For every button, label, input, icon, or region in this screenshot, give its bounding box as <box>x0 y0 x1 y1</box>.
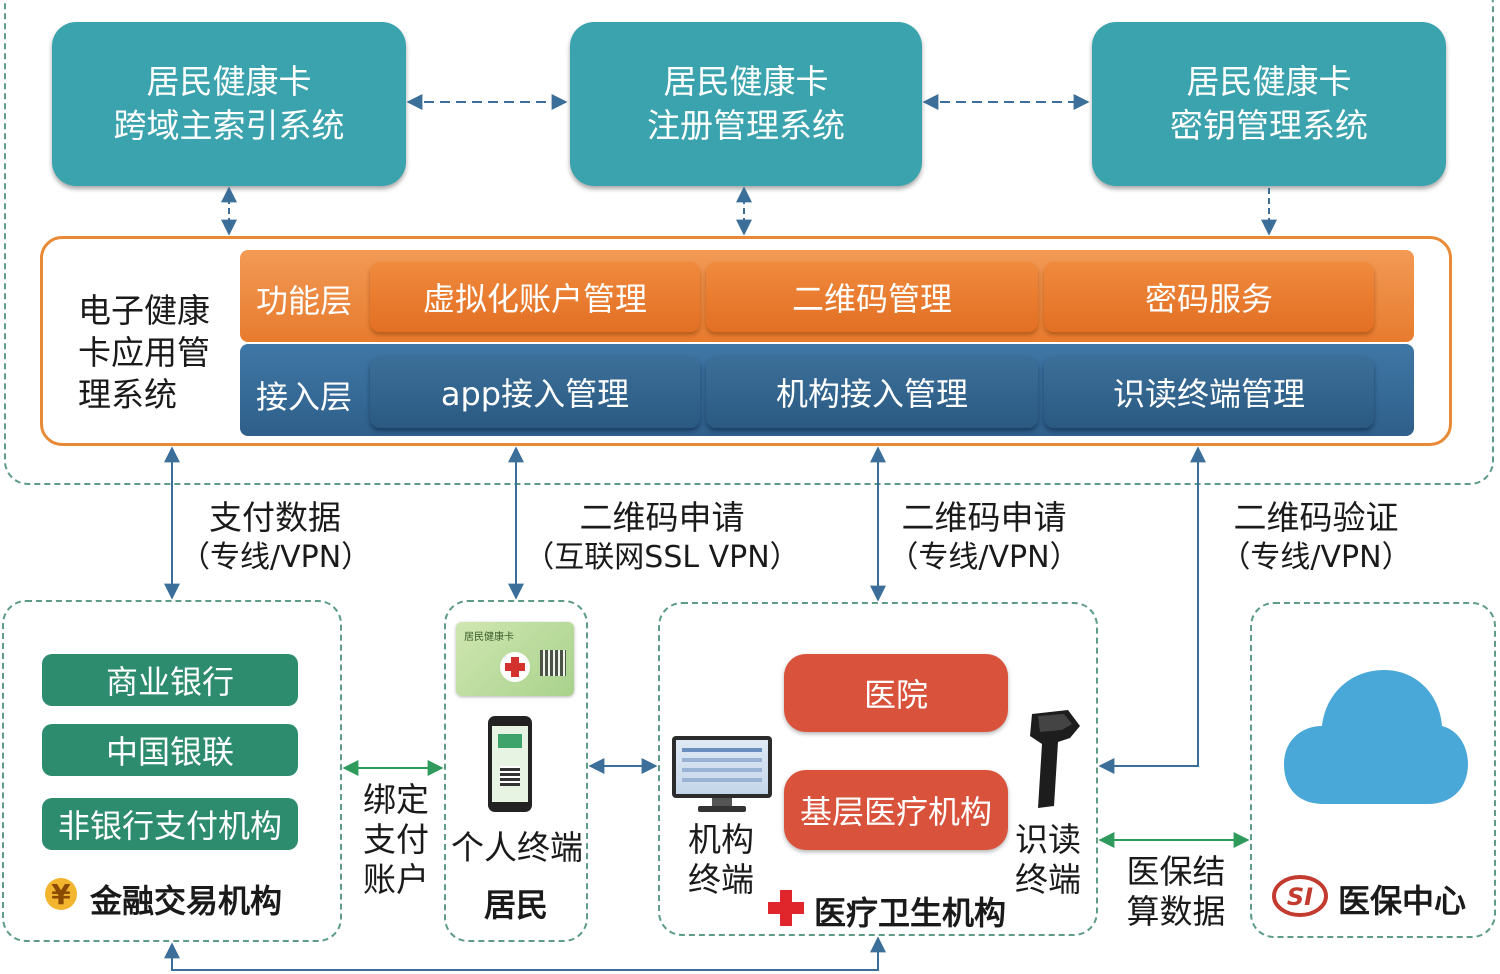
insurance-title: 医保中心 <box>1338 882 1467 920</box>
access-layer-label: 接入层 <box>256 378 353 416</box>
conn-line1: 二维码验证 <box>1233 498 1399 537</box>
institution-terminal-label: 机构 终端 <box>676 820 766 900</box>
qr-apply-internet-label: 二维码申请 （互联网SSL VPN） <box>522 498 802 578</box>
insurance-settlement-label: 医保结 算数据 <box>1116 852 1236 932</box>
card-cross-icon <box>500 652 530 682</box>
si-logo-icon: SI <box>1272 874 1328 918</box>
personal-terminal-label: 个人终端 <box>451 828 583 867</box>
reader-line2: 终端 <box>1015 860 1081 899</box>
scanner-icon <box>1024 708 1084 812</box>
bind-account-label: 绑定 支付 账户 <box>356 780 436 900</box>
app-title-line2: 卡应用管 <box>78 333 210 372</box>
system-line1: 居民健康卡 <box>663 62 829 101</box>
medical-container <box>658 602 1098 936</box>
red-cross-icon <box>768 890 804 926</box>
unionpay: 中国银联 <box>42 724 298 776</box>
qr-apply-vpn-label: 二维码申请 （专线/VPN） <box>886 498 1082 578</box>
bind-line3: 账户 <box>363 860 429 899</box>
system-line1: 居民健康卡 <box>146 62 312 101</box>
system-line2: 跨域主索引系统 <box>113 106 345 145</box>
conn-line2: （专线/VPN） <box>888 540 1080 575</box>
conn-line2: （专线/VPN） <box>1220 540 1412 575</box>
app-title-line3: 理系统 <box>78 375 177 414</box>
conn-line2: （专线/VPN） <box>180 540 372 575</box>
settle-line1: 医保结 <box>1126 852 1226 891</box>
qr-verify-label: 二维码验证 （专线/VPN） <box>1218 498 1414 578</box>
card-qr-icon <box>540 650 566 676</box>
bind-line2: 支付 <box>363 820 429 859</box>
phone-icon <box>488 716 532 812</box>
settle-line2: 算数据 <box>1126 892 1226 931</box>
function-layer-label: 功能层 <box>256 282 353 320</box>
key-management-system: 居民健康卡 密钥管理系统 <box>1092 22 1446 186</box>
svg-text:¥: ¥ <box>51 878 71 911</box>
system-line2: 注册管理系统 <box>647 106 845 145</box>
resident-title: 居民 <box>484 886 549 924</box>
reader-line1: 识读 <box>1015 820 1081 859</box>
arrow-app-reader <box>1098 446 1206 774</box>
bind-line1: 绑定 <box>363 780 429 819</box>
finance-title: 金融交易机构 <box>90 882 283 920</box>
commercial-bank: 商业银行 <box>42 654 298 706</box>
registration-management-system: 居民健康卡 注册管理系统 <box>570 22 922 186</box>
system-line1: 居民健康卡 <box>1186 62 1352 101</box>
inst-line2: 终端 <box>688 860 754 899</box>
primary-medical-institution: 基层医疗机构 <box>784 770 1008 850</box>
password-service: 密码服务 <box>1044 262 1374 332</box>
non-bank-payment: 非银行支付机构 <box>42 798 298 850</box>
si-logo-text: SI <box>1287 883 1313 911</box>
inst-line1: 机构 <box>688 820 754 859</box>
arrow-finance-medical <box>164 936 886 971</box>
insurance-container <box>1250 602 1496 938</box>
medical-title: 医疗卫生机构 <box>814 894 1007 932</box>
payment-data-label: 支付数据 （专线/VPN） <box>180 498 372 578</box>
conn-line1: 二维码申请 <box>901 498 1067 537</box>
conn-line1: 二维码申请 <box>579 498 745 537</box>
app-access-management: app接入管理 <box>370 356 700 428</box>
system-line2: 密钥管理系统 <box>1170 106 1368 145</box>
reader-terminal-management: 识读终端管理 <box>1044 356 1374 428</box>
cross-domain-index-system: 居民健康卡 跨域主索引系统 <box>52 22 406 186</box>
virtual-account-management: 虚拟化账户管理 <box>370 262 700 332</box>
conn-line2: （互联网SSL VPN） <box>524 540 800 575</box>
conn-line1: 支付数据 <box>209 498 341 537</box>
monitor-icon <box>672 736 772 812</box>
reader-terminal-label: 识读 终端 <box>1006 820 1090 900</box>
yuan-icon: ¥ <box>44 874 78 914</box>
health-card-image: 居民健康卡 <box>456 622 574 696</box>
cloud-icon <box>1284 668 1468 806</box>
qrcode-management: 二维码管理 <box>706 262 1038 332</box>
platform-container <box>4 0 1494 485</box>
app-title-line1: 电子健康 <box>78 291 210 330</box>
institution-access-management: 机构接入管理 <box>706 356 1038 428</box>
card-title: 居民健康卡 <box>464 632 514 643</box>
app-system-title: 电子健康 卡应用管 理系统 <box>78 290 210 416</box>
hospital: 医院 <box>784 654 1008 732</box>
